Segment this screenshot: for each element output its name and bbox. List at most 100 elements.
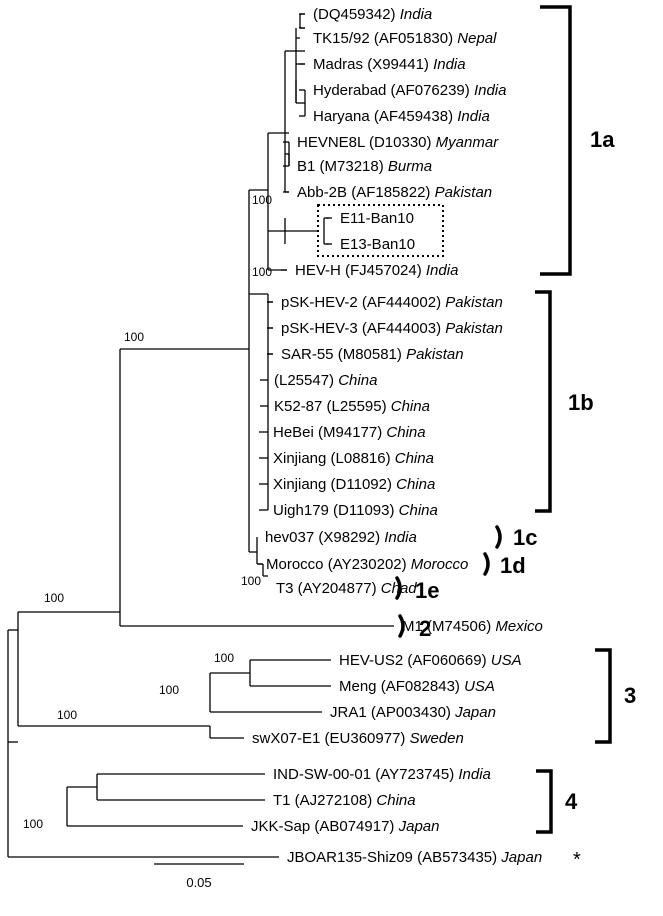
bootstrap-label: 100: [214, 651, 234, 665]
bootstrap-label: 100: [252, 265, 272, 279]
taxon-label: (DQ459342) India: [313, 6, 432, 23]
taxon-label: JKK-Sap (AB074917) Japan: [251, 818, 439, 835]
taxon-strain: B1: [297, 158, 315, 175]
taxon-label: Madras (X99441) India: [313, 56, 466, 73]
study-isolates-box: [317, 204, 444, 257]
taxon-accession: (D11092): [326, 476, 392, 493]
taxon-country: Pakistan: [430, 184, 492, 201]
taxon-strain: HEVNE8L: [297, 134, 365, 151]
taxon-country: Japan: [451, 704, 496, 721]
taxon-accession: (AF444002): [358, 294, 441, 311]
taxon-country: Japan: [394, 818, 439, 835]
taxon-label: SAR-55 (M80581) Pakistan: [281, 346, 464, 363]
taxon-label: Hyderabad (AF076239) India: [313, 82, 506, 99]
taxon-country: China: [394, 502, 437, 519]
scale-bar-label: 0.05: [186, 875, 211, 890]
taxon-country: China: [391, 450, 434, 467]
taxon-accession: (L25595): [322, 398, 386, 415]
taxon-accession: (AF051830): [370, 30, 453, 47]
genotype-label-2: 2: [419, 616, 431, 641]
taxon-accession: (M73218): [315, 158, 383, 175]
taxon-strain: JRA1: [330, 704, 367, 721]
taxon-accession: (DQ459342): [313, 6, 396, 23]
taxon-country: Pakistan: [402, 346, 464, 363]
tree-branches: [7, 13, 394, 858]
taxon-country: China: [372, 792, 415, 809]
taxon-strain: Meng: [339, 678, 377, 695]
genotype-label-1b: 1b: [568, 390, 594, 415]
taxon-label: E13-Ban10: [340, 236, 415, 253]
taxon-label: Meng (AF082843) USA: [339, 678, 495, 695]
taxon-strain: pSK-HEV-2: [281, 294, 358, 311]
bootstrap-label: 100: [241, 574, 261, 588]
taxon-strain: SAR-55: [281, 346, 334, 363]
taxon-label: swX07-E1 (EU360977) Sweden: [252, 730, 464, 747]
taxon-strain: TK15/92: [313, 30, 370, 47]
taxon-label: E11-Ban10: [340, 210, 414, 227]
taxon-country: Japan: [497, 849, 542, 866]
taxon-country: Myanmar: [432, 134, 500, 151]
taxon-accession: (AF459438): [370, 108, 453, 125]
taxon-accession: (L08816): [326, 450, 390, 467]
taxon-strain: Haryana: [313, 108, 370, 125]
taxon-strain: HEV-US2: [339, 652, 403, 669]
taxon-strain: hev037: [265, 529, 314, 546]
taxon-accession: (FJ457024): [341, 262, 422, 279]
taxon-label: Xinjiang (D11092) China: [273, 476, 435, 493]
taxon-accession: (AY204877): [294, 580, 377, 597]
taxon-strain: T1: [273, 792, 291, 809]
bracket-4: [536, 769, 553, 834]
bootstrap-label: 100: [159, 683, 179, 697]
taxon-strain: Xinjiang: [273, 476, 326, 493]
taxon-country: Morocco: [407, 556, 469, 573]
taxon-country: India: [380, 529, 417, 546]
taxon-strain: M1: [402, 618, 423, 635]
taxon-strain: pSK-HEV-3: [281, 320, 358, 337]
asterisk-marker: *: [573, 849, 581, 871]
taxon-strain: Abb-2B: [297, 184, 347, 201]
taxon-accession: (D10330): [365, 134, 432, 151]
taxon-label: HEV-H (FJ457024) India: [295, 262, 458, 279]
taxon-accession: (AF082843): [377, 678, 460, 695]
taxon-accession: (AF060669): [403, 652, 486, 669]
taxon-strain: swX07-E1: [252, 730, 320, 747]
taxon-label: T3 (AY204877) Chad: [276, 580, 417, 597]
genotype-label-3: 3: [624, 683, 636, 708]
taxon-label: M1 (M74506) Mexico: [402, 618, 543, 635]
taxon-label: HEVNE8L (D10330) Myanmar: [297, 134, 499, 151]
taxon-country: Sweden: [405, 730, 463, 747]
taxon-country: USA: [460, 678, 495, 695]
taxon-label: TK15/92 (AF051830) Nepal: [313, 30, 497, 47]
taxon-accession: (AF185822): [347, 184, 430, 201]
taxon-accession: (AF444003): [358, 320, 441, 337]
taxon-accession: (AB074917): [310, 818, 394, 835]
taxon-strain: HeBei: [273, 424, 314, 441]
taxon-label: Uigh179 (D11093) China: [273, 502, 438, 519]
bracket-1b: [535, 290, 552, 513]
taxon-country: Chad: [377, 580, 418, 597]
taxon-accession: (D11093): [329, 502, 395, 519]
taxon-country: India: [429, 56, 466, 73]
taxon-strain: Madras: [313, 56, 363, 73]
taxon-country: Burma: [384, 158, 432, 175]
taxon-strain: E11-Ban10: [340, 210, 414, 227]
taxon-label: K52-87 (L25595) China: [274, 398, 430, 415]
taxon-country: China: [387, 398, 430, 415]
taxon-label: Xinjiang (L08816) China: [273, 450, 434, 467]
taxon-strain: Hyderabad: [313, 82, 386, 99]
taxon-strain: Morocco: [266, 556, 324, 573]
paren-1e: [395, 576, 402, 600]
bracket-3: [595, 648, 612, 744]
taxon-strain: JBOAR135-Shiz09: [287, 849, 413, 866]
taxon-label: JBOAR135-Shiz09 (AB573435) Japan: [287, 849, 542, 866]
taxon-accession: (AP003430): [367, 704, 451, 721]
taxon-country: China: [392, 476, 435, 493]
taxon-country: India: [470, 82, 507, 99]
taxon-accession: (AJ272108): [291, 792, 373, 809]
taxon-label: JRA1 (AP003430) Japan: [330, 704, 496, 721]
taxon-label: pSK-HEV-3 (AF444003) Pakistan: [281, 320, 503, 337]
taxon-label: IND-SW-00-01 (AY723745) India: [273, 766, 491, 783]
genotype-label-1d: 1d: [500, 553, 526, 578]
